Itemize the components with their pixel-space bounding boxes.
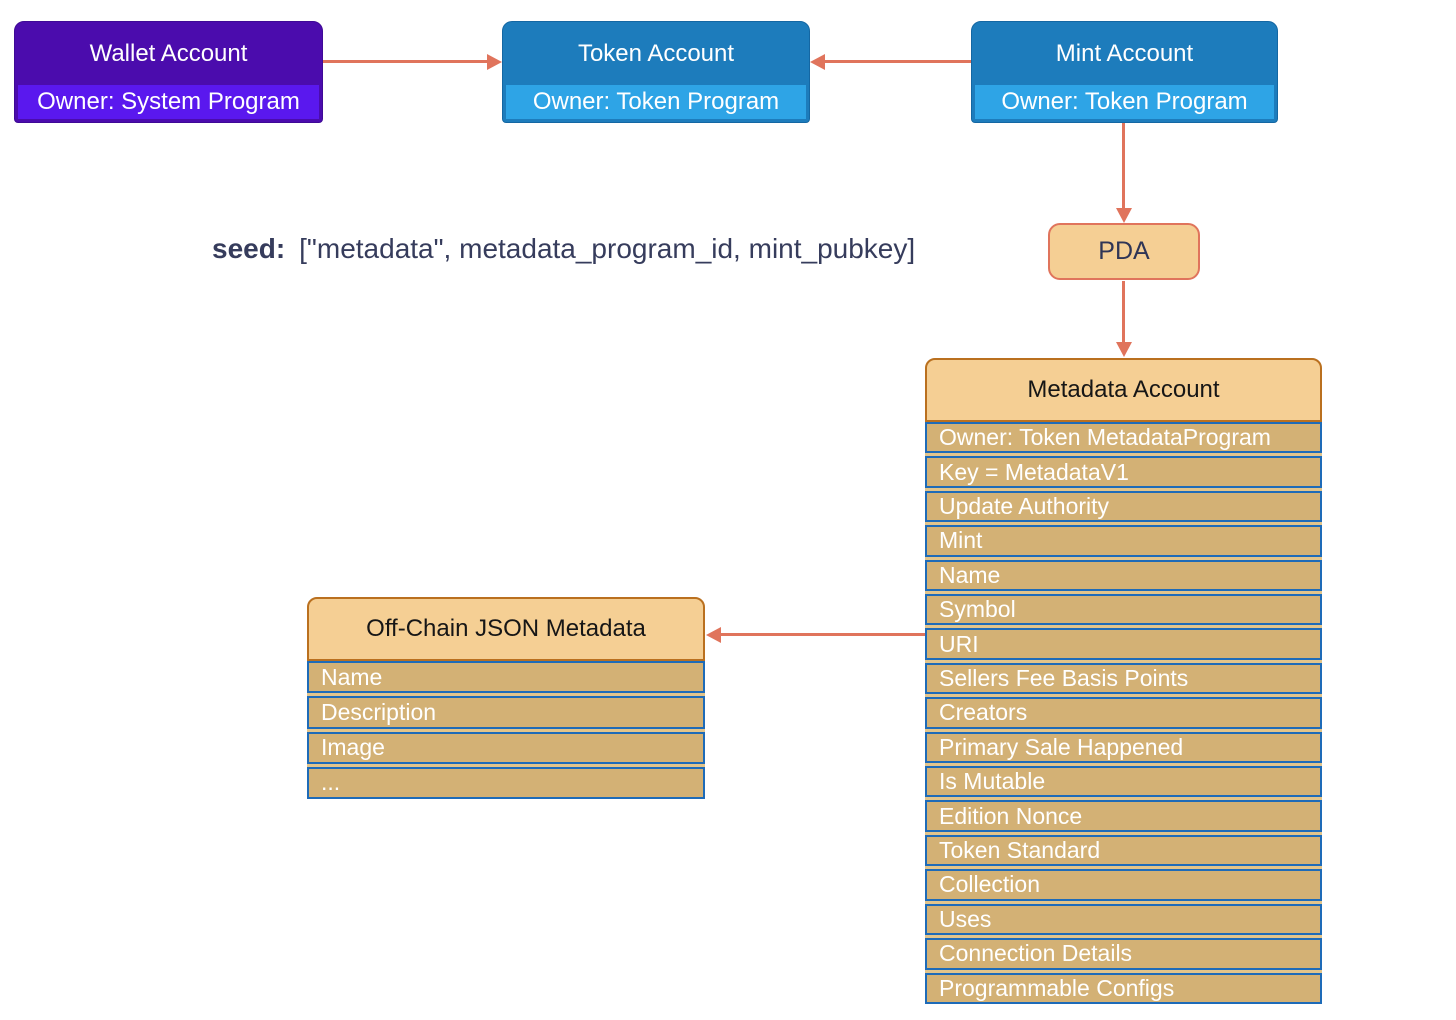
seed-value: ["metadata", metadata_program_id, mint_p… [299,233,916,264]
arrow-mint-to-pda-line [1122,123,1125,209]
metadata-account-rows: Owner: Token MetadataProgram Key = Metad… [925,422,1322,1004]
wallet-account-title: Wallet Account [89,39,248,67]
arrow-pda-to-metadata-line [1122,281,1125,343]
mint-account-owner: Owner: Token Program [975,85,1274,119]
wallet-account-owner: Owner: System Program [18,85,319,119]
offchain-row-description: Description [307,696,705,729]
metadata-row-connection-details: Connection Details [925,938,1322,970]
metadata-row-update-authority: Update Authority [925,490,1322,523]
metadata-row-programmable-configs: Programmable Configs [925,972,1322,1004]
metadata-row-is-mutable: Is Mutable [925,766,1322,798]
metadata-row-uri: URI [925,628,1322,660]
pda-node: PDA [1048,223,1200,280]
metadata-row-sellers-fee: Sellers Fee Basis Points [925,662,1322,695]
metadata-row-primary-sale: Primary Sale Happened [925,731,1322,764]
metadata-row-mint: Mint [925,525,1322,557]
metadata-row-symbol: Symbol [925,594,1322,626]
arrow-wallet-to-token-head-icon [487,53,502,70]
token-account-title: Token Account [577,39,735,67]
metadata-row-name: Name [925,559,1322,592]
arrow-metadata-to-offchain-line [721,633,925,636]
metadata-row-edition-nonce: Edition Nonce [925,800,1322,832]
pda-label: PDA [1098,237,1150,265]
offchain-json-metadata-rows: Name Description Image ... [307,661,705,799]
seed-label: seed: [212,233,286,264]
arrow-pda-to-metadata-head-icon [1115,342,1132,357]
wallet-account-box: Wallet Account Owner: System Program [14,21,323,123]
mint-account-title: Mint Account [1055,39,1194,67]
arrow-metadata-to-offchain-head-icon [706,626,721,643]
token-account-box: Token Account Owner: Token Program [502,21,810,123]
arrow-mint-to-token-line [825,60,971,63]
token-account-owner: Owner: Token Program [506,85,806,119]
metadata-account-title: Metadata Account [925,358,1322,422]
metadata-row-collection: Collection [925,869,1322,901]
arrow-wallet-to-token-line [323,60,487,63]
metadata-row-key: Key = MetadataV1 [925,456,1322,488]
arrow-mint-to-token-head-icon [810,53,825,70]
offchain-json-metadata-box: Off-Chain JSON Metadata Name Description… [307,597,705,799]
offchain-row-name: Name [307,661,705,694]
metadata-row-owner: Owner: Token MetadataProgram [925,422,1322,454]
metadata-row-uses: Uses [925,903,1322,936]
metadata-account-box: Metadata Account Owner: Token MetadataPr… [925,358,1322,1004]
offchain-row-image: Image [307,731,705,764]
metadata-row-token-standard: Token Standard [925,834,1322,867]
mint-account-box: Mint Account Owner: Token Program [971,21,1278,123]
offchain-row-ellipsis: ... [307,766,705,799]
seed-annotation: seed: ["metadata", metadata_program_id, m… [212,233,915,265]
offchain-json-metadata-title: Off-Chain JSON Metadata [307,597,705,661]
arrow-mint-to-pda-head-icon [1115,208,1132,223]
metadata-row-creators: Creators [925,697,1322,729]
